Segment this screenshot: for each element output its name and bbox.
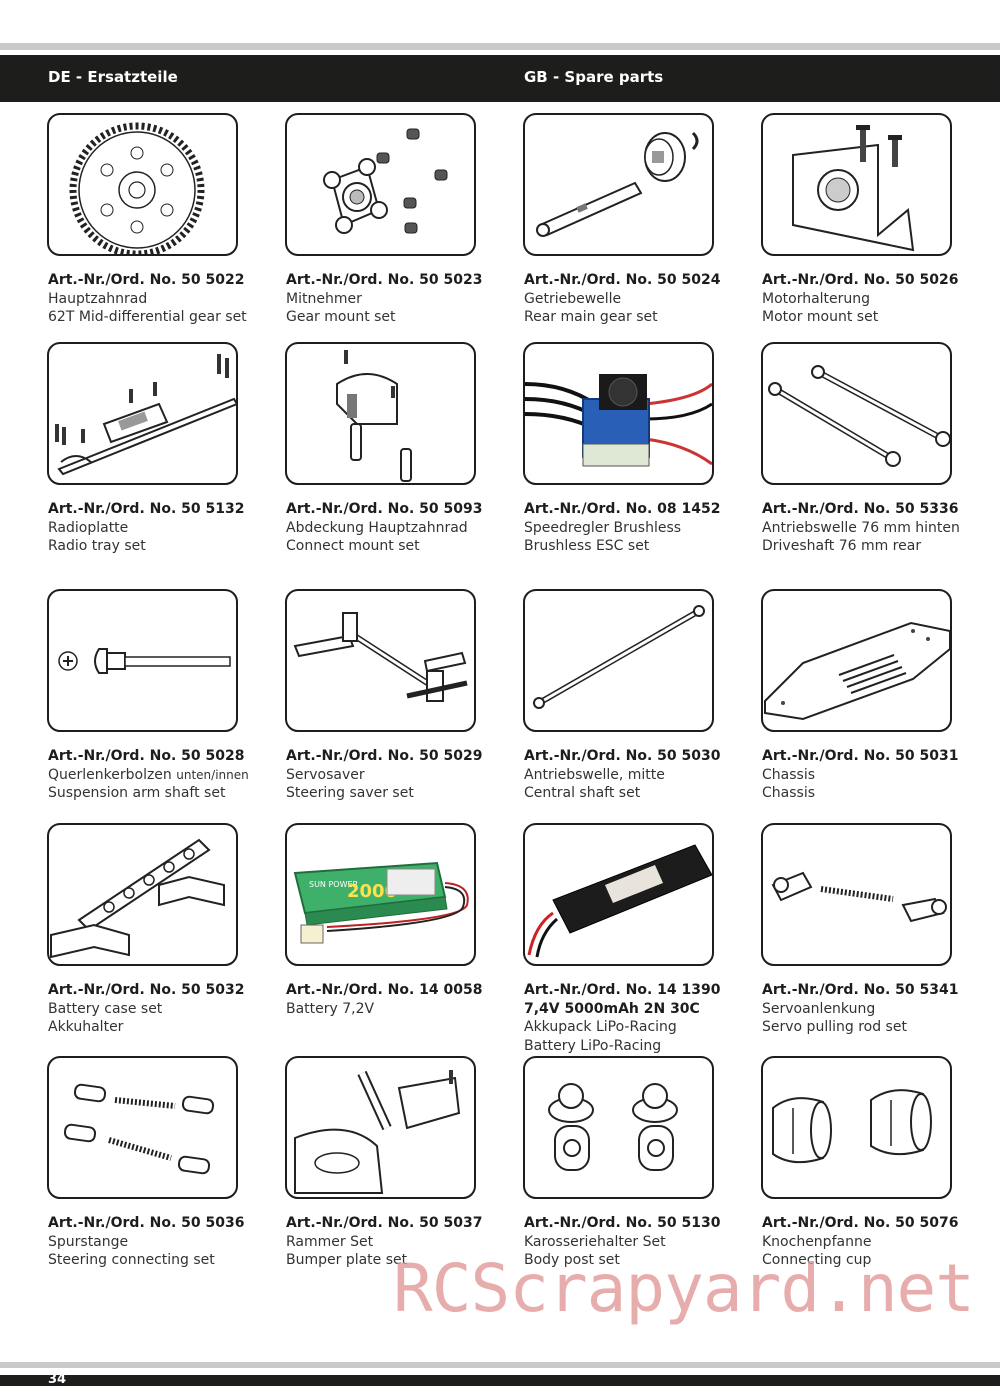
part-article-number: Art.-Nr./Ord. No. 50 5076 [762, 1215, 959, 1231]
page-number: 34 [48, 1372, 67, 1387]
part-name-de: Rammer Set [286, 1233, 374, 1250]
part-article-number: Art.-Nr./Ord. No. 50 5029 [286, 748, 483, 764]
part-name-de: Antriebswelle 76 mm hinten [762, 519, 960, 536]
connecting-cup-icon [761, 1056, 952, 1199]
part-article-number: Art.-Nr./Ord. No. 50 5028 [48, 748, 245, 764]
chassis-icon [761, 589, 952, 732]
gear-shaft-icon [523, 113, 714, 256]
lipo-battery-icon [523, 823, 714, 966]
part-article-number: Art.-Nr./Ord. No. 50 5093 [286, 501, 483, 517]
part-name-gb: Bumper plate set [286, 1252, 408, 1268]
part-article-number: Art.-Nr./Ord. No. 50 5032 [48, 982, 245, 998]
nimh-battery-icon: SUN POWER 2000 [285, 823, 476, 966]
battery-capacity-label: 2000 [347, 881, 397, 902]
part-name-gb: Brushless ESC set [524, 538, 650, 554]
hinge-pin-icon [47, 589, 238, 732]
part-article-number: Art.-Nr./Ord. No. 50 5341 [762, 982, 959, 998]
part-name-de: Hauptzahnrad [48, 290, 148, 307]
part-name-gb: Motor mount set [762, 309, 879, 325]
part-article-number: Art.-Nr./Ord. No. 50 5132 [48, 501, 245, 517]
top-rule [0, 43, 1000, 50]
part-article-number: Art.-Nr./Ord. No. 50 5026 [762, 272, 959, 288]
watermark: RCScrapyard.net [393, 1250, 975, 1327]
part-article-number: Art.-Nr./Ord. No. 50 5024 [524, 272, 721, 288]
header-de-title: DE - Ersatzteile [48, 68, 178, 86]
part-name-gb: Driveshaft 76 mm rear [762, 538, 922, 554]
motor-mount-icon [761, 113, 952, 256]
part-article-number: Art.-Nr./Ord. No. 50 5336 [762, 501, 959, 517]
part-name-de: Getriebewelle [524, 290, 622, 307]
servo-rod-icon [761, 823, 952, 966]
turnbuckle-icon [47, 1056, 238, 1199]
part-name-de: Chassis [762, 766, 815, 783]
part-name-gb: Chassis [762, 785, 815, 801]
part-name-de: Speedregler Brushless [524, 519, 682, 536]
part-name-de: Battery case set [48, 1000, 163, 1017]
part-name-de: Spurstange [48, 1233, 129, 1250]
part-article-number: Art.-Nr./Ord. No. 50 5031 [762, 748, 959, 764]
part-name-de: Servoanlenkung [762, 1000, 876, 1017]
part-name-gb: Suspension arm shaft set [48, 785, 226, 801]
part-name-de-note: unten/innen [176, 767, 249, 782]
part-name-gb: Rear main gear set [524, 309, 658, 325]
bumper-icon [285, 1056, 476, 1199]
part-article-number: Art.-Nr./Ord. No. 50 5036 [48, 1215, 245, 1231]
part-name-de: Knochenpfanne [762, 1233, 872, 1250]
part-name-gb: Steering saver set [286, 785, 414, 801]
bottom-rule [0, 1362, 1000, 1368]
header-gb-title: GB - Spare parts [524, 68, 664, 86]
header-bar: DE - Ersatzteile GB - Spare parts [0, 55, 1000, 102]
battery-brand: SUN POWER [309, 880, 359, 889]
part-name-de: Motorhalterung [762, 290, 871, 307]
part-article-number: Art.-Nr./Ord. No. 50 5130 [524, 1215, 721, 1231]
part-name-de: Akkupack LiPo-Racing [524, 1019, 677, 1035]
gear-mount-icon [285, 113, 476, 256]
part-name-gb: Akkuhalter [48, 1019, 124, 1035]
part-name-de: Abdeckung Hauptzahnrad [286, 519, 468, 536]
footer-bar [0, 1375, 1000, 1386]
part-name-de: Karosseriehalter Set [524, 1233, 666, 1250]
part-name-de: Mitnehmer [286, 290, 362, 307]
part-article-number: Art.-Nr./Ord. No. 50 5030 [524, 748, 721, 764]
esc-icon [523, 342, 714, 485]
part-name-de: Antriebswelle, mitte [524, 766, 665, 783]
spur-gear-icon [47, 113, 238, 256]
part-name-de: Battery 7,2V [286, 1000, 375, 1017]
part-name-gb: Battery LiPo-Racing [524, 1037, 662, 1054]
part-name-gb: Body post set [524, 1252, 620, 1268]
battery-case-icon [47, 823, 238, 966]
part-article-number: Art.-Nr./Ord. No. 50 5037 [286, 1215, 483, 1231]
part-name-gb: Radio tray set [48, 538, 146, 554]
part-article-number: Art.-Nr./Ord. No. 14 0058 [286, 982, 483, 998]
part-name-gb: Gear mount set [286, 309, 396, 325]
part-spec: 7,4V 5000mAh 2N 30C [524, 1000, 700, 1017]
connect-mount-icon [285, 342, 476, 485]
part-article-number: Art.-Nr./Ord. No. 08 1452 [524, 501, 721, 517]
part-name-gb: Central shaft set [524, 785, 641, 801]
part-name-gb: Servo pulling rod set [762, 1019, 907, 1035]
part-name-gb: Steering connecting set [48, 1252, 215, 1268]
part-article-number: Art.-Nr./Ord. No. 14 1390 [524, 982, 721, 998]
part-article-number: Art.-Nr./Ord. No. 50 5023 [286, 272, 483, 288]
part-name-gb: 62T Mid-differential gear set [48, 309, 247, 325]
part-name-de: Servosaver [286, 766, 365, 783]
center-shaft-icon [523, 589, 714, 732]
driveshaft-icon [761, 342, 952, 485]
part-article-number: Art.-Nr./Ord. No. 50 5022 [48, 272, 245, 288]
body-post-icon [523, 1056, 714, 1199]
radio-tray-icon [47, 342, 238, 485]
servo-saver-icon [285, 589, 476, 732]
part-name-gb: Connecting cup [762, 1252, 872, 1268]
part-name-gb: Connect mount set [286, 538, 420, 554]
part-name-de: Querlenkerbolzen [48, 766, 172, 783]
part-name-de: Radioplatte [48, 519, 129, 536]
